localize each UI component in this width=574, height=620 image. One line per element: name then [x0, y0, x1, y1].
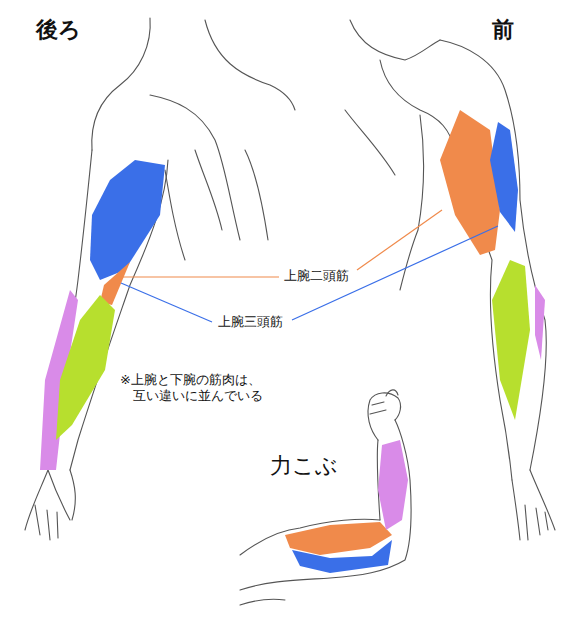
- leader-line: [116, 276, 279, 277]
- triceps-flexed: [292, 540, 392, 573]
- view-heading: 後ろ: [36, 16, 81, 44]
- forearm-front-pink: [535, 285, 545, 360]
- biceps-back: [100, 262, 130, 305]
- note: ※上腕と下腕の筋肉は、 互い違いに並んでいる: [120, 372, 333, 405]
- triceps-front: [490, 122, 518, 232]
- muscle-name: 上腕二頭筋: [284, 268, 349, 284]
- caption-word: 力こぶ: [270, 452, 338, 480]
- forearm-flexed: [378, 440, 408, 530]
- muscle-colours: [40, 110, 545, 573]
- biceps-flexed: [285, 522, 392, 555]
- biceps-front: [440, 110, 500, 255]
- line-art: [25, 18, 555, 605]
- forearm-back-green: [56, 295, 115, 440]
- view-heading: 前: [492, 16, 514, 44]
- forearm-front-green: [492, 260, 530, 420]
- leader-lines: [116, 210, 498, 322]
- triceps-back: [90, 160, 165, 280]
- leader-line: [121, 283, 212, 322]
- leader-line: [357, 210, 442, 270]
- muscle-name: 上腕三頭筋: [218, 314, 283, 330]
